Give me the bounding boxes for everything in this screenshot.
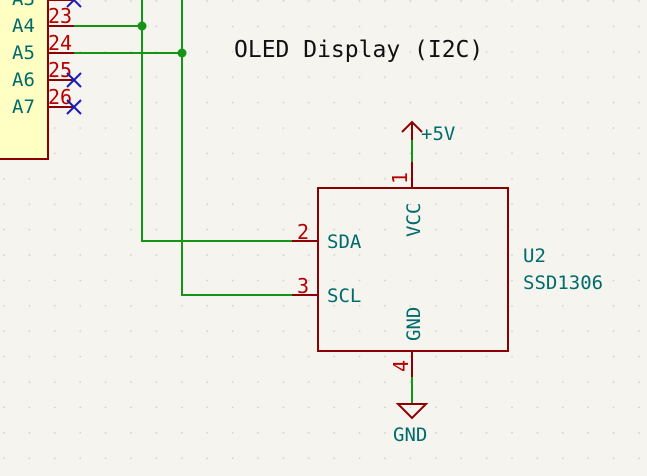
u2-pin-scl-number: 3 bbox=[297, 274, 309, 298]
junction-a4 bbox=[137, 21, 147, 31]
u2-reference: U2 bbox=[523, 245, 546, 267]
mcu-pin-a6-name: A6 bbox=[12, 69, 35, 91]
power-gnd-symbol[interactable]: GND bbox=[393, 403, 429, 446]
wires[interactable] bbox=[74, 0, 413, 404]
u2-pin-sda-number: 2 bbox=[297, 220, 309, 244]
u2-pin-sda-name: SDA bbox=[327, 231, 362, 253]
mcu-pin-a4-name: A4 bbox=[12, 15, 35, 37]
no-connect-a3-icon bbox=[66, 0, 82, 8]
power-5v-symbol[interactable]: +5V bbox=[401, 120, 455, 145]
mcu-pin-a4-number: 23 bbox=[48, 4, 72, 28]
mcu-pin-a5-name: A5 bbox=[12, 42, 35, 64]
arrow-up-icon bbox=[401, 120, 423, 133]
mcu-body bbox=[0, 0, 49, 160]
section-title: OLED Display (I2C) bbox=[234, 37, 483, 63]
u2-value: SSD1306 bbox=[523, 272, 603, 294]
u2-pin-vcc-number: 1 bbox=[388, 172, 412, 184]
no-connect-a7-icon bbox=[66, 99, 82, 115]
u2-symbol[interactable]: 1 VCC 2 SDA 3 SCL 4 GND U2 SSD1306 bbox=[292, 162, 603, 377]
u2-pin-gnd-name: GND bbox=[403, 307, 425, 341]
power-gnd-label: GND bbox=[393, 424, 427, 446]
wire-sda[interactable] bbox=[141, 0, 292, 242]
no-connect-a6-icon bbox=[66, 72, 82, 88]
u2-pin-vcc-name: VCC bbox=[403, 203, 425, 237]
u2-pin-scl-name: SCL bbox=[327, 285, 361, 307]
mcu-pin-a5-number: 24 bbox=[48, 31, 72, 55]
power-5v-label: +5V bbox=[421, 123, 455, 145]
mcu-pin-a7-name: A7 bbox=[12, 96, 35, 118]
mcu-pin-a6-number: 25 bbox=[48, 58, 72, 82]
wire-scl[interactable] bbox=[181, 0, 292, 296]
mcu-pin-a3-name: A3 bbox=[12, 0, 35, 10]
u2-pin-gnd-number: 4 bbox=[389, 360, 413, 372]
mcu-symbol[interactable]: A3 A4 A5 A6 A7 23 24 25 26 bbox=[0, 0, 74, 160]
ground-icon bbox=[395, 403, 429, 420]
mcu-pin-a7-number: 26 bbox=[48, 85, 72, 109]
junction-a5 bbox=[177, 48, 187, 58]
